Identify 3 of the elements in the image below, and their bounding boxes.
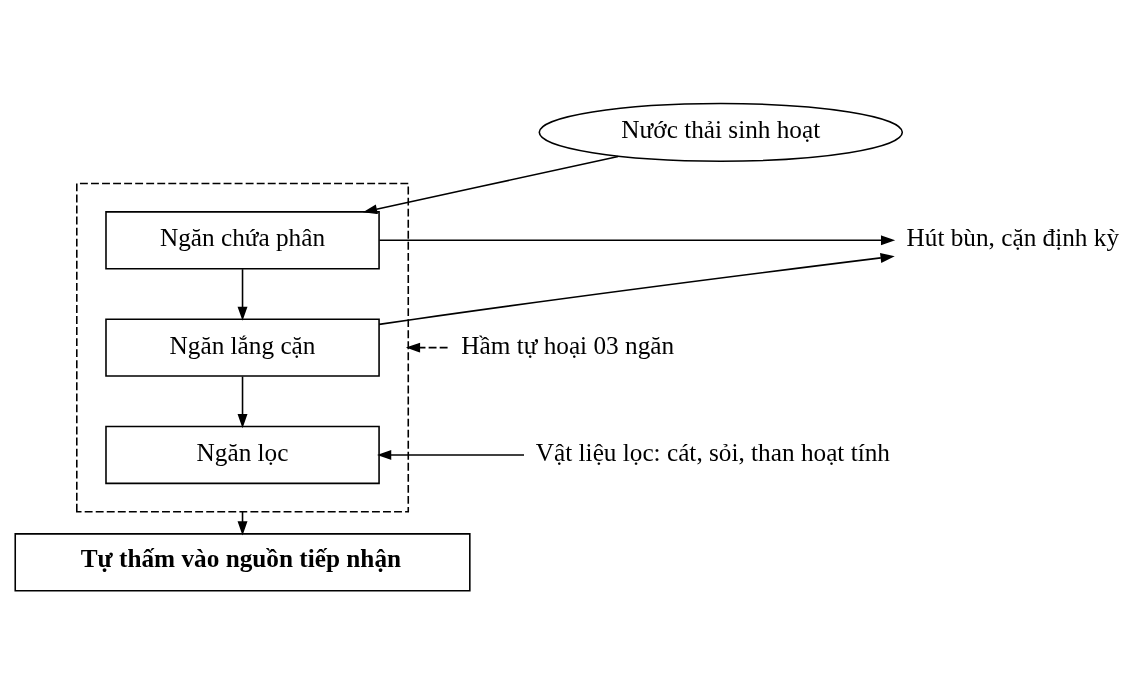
node-text: Hút bùn, cặn định kỳ — [906, 222, 1120, 251]
node-text: Vật liệu lọc: cát, sỏi, than hoạt tính — [535, 437, 890, 466]
node-text: Hầm tự hoại 03 ngăn — [461, 330, 675, 359]
